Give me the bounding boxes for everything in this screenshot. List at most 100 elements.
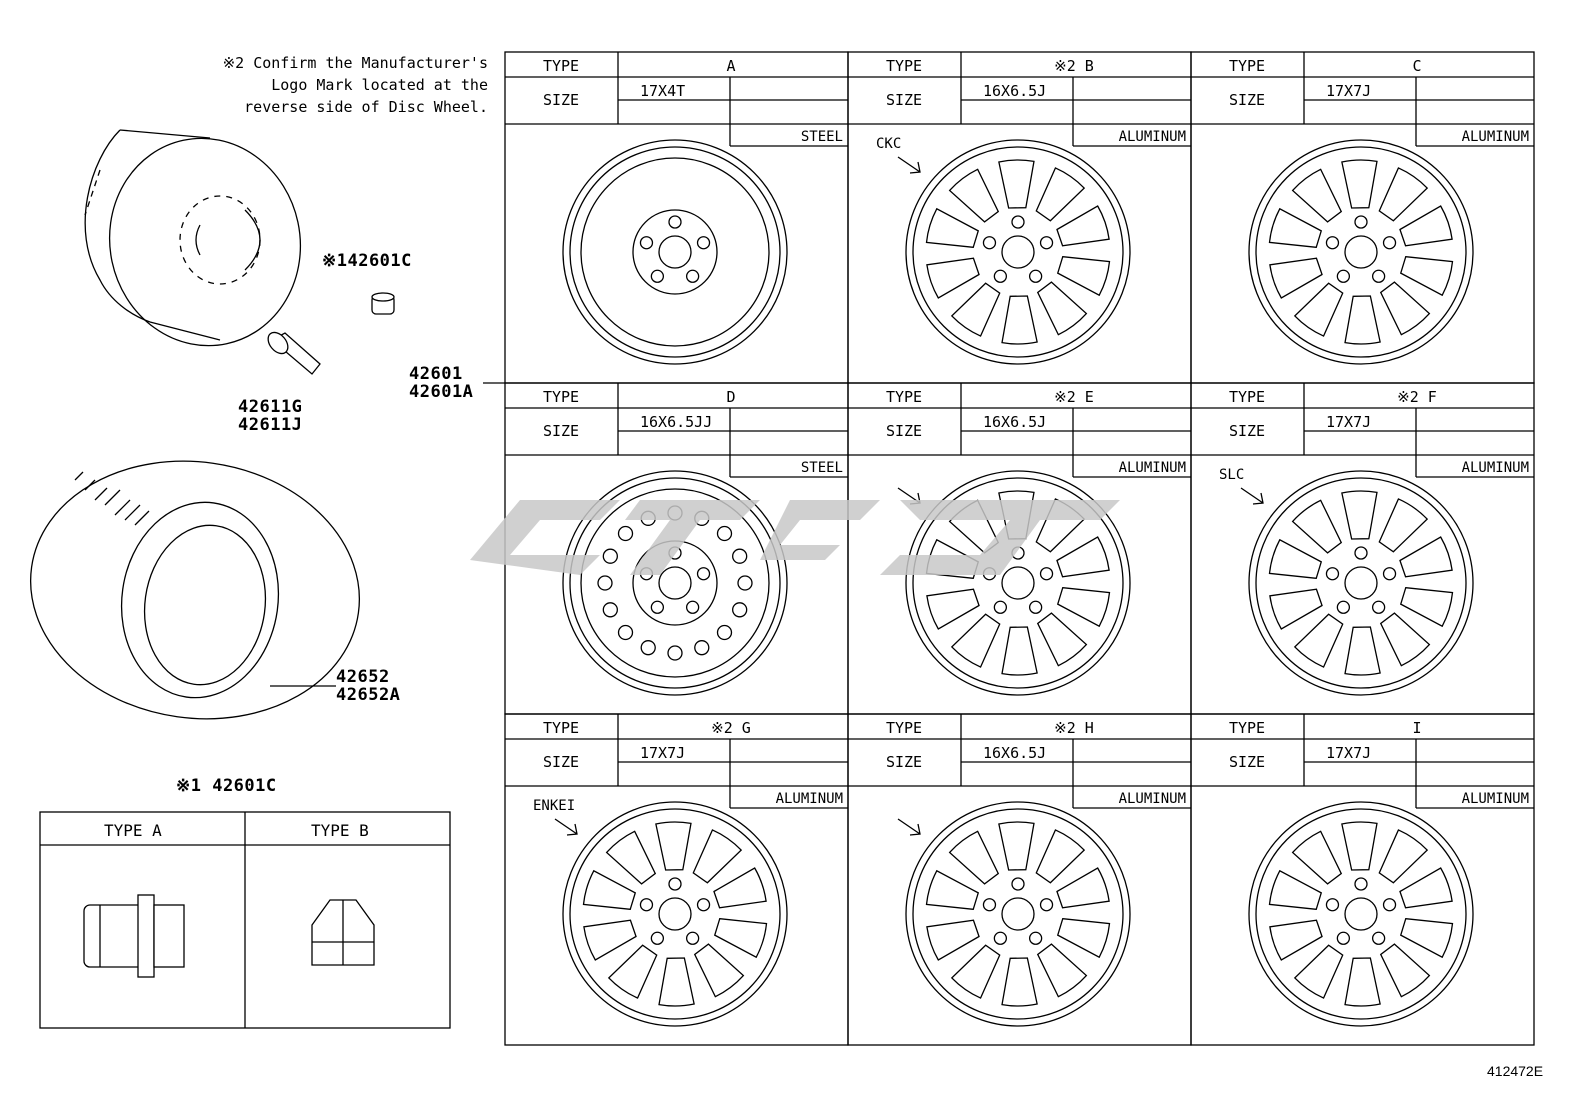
nut-type-b-label: TYPE B (311, 821, 369, 840)
disc-wheel-g-icon[interactable] (562, 801, 788, 1027)
rim-inner (569, 477, 781, 689)
valve-stem-illustration[interactable] (264, 329, 321, 398)
spoke-window (607, 944, 658, 999)
type-value: D (726, 388, 735, 406)
lug-hole (1028, 600, 1043, 614)
lug-hole (1325, 567, 1340, 581)
disc-wheel-e-icon[interactable] (905, 470, 1131, 696)
lug-hole (696, 567, 711, 581)
disc-wheel-f-icon[interactable] (1248, 470, 1474, 696)
steel-hub (632, 209, 718, 295)
disc-wheel-b-icon[interactable] (905, 139, 1131, 365)
material-label: STEEL (801, 460, 843, 476)
lug-hole (685, 931, 700, 945)
spoke-window (1344, 295, 1381, 345)
lug-hole (685, 600, 700, 614)
vent-hole (602, 548, 618, 564)
type-label: TYPE (886, 57, 922, 75)
spoke-window (998, 159, 1035, 209)
part-number-tire-b[interactable]: 42652A (336, 685, 401, 705)
disc-wheel-a-icon[interactable] (562, 139, 788, 365)
type-value: ※2 E (1054, 388, 1094, 406)
spoke-window (925, 869, 980, 910)
size-label: SIZE (1229, 91, 1265, 109)
part-number-cap[interactable]: ※142601C (322, 251, 412, 271)
lug-hole (1382, 236, 1397, 250)
lug-hole (1371, 931, 1386, 945)
spoke-window (1341, 490, 1378, 540)
part-number-valve-a[interactable]: 42611G (238, 397, 303, 417)
type-label: TYPE (886, 719, 922, 737)
tire-illustration[interactable] (14, 440, 376, 739)
hub-bore (1344, 235, 1378, 269)
disc-wheel-d-icon[interactable] (562, 470, 788, 696)
lug-hole (993, 931, 1008, 945)
size-value: 16X6.5JJ (640, 413, 712, 431)
type-value: ※2 F (1397, 388, 1437, 406)
rim-inner (1255, 808, 1467, 1020)
type-value: A (726, 57, 735, 75)
vent-hole (732, 602, 748, 618)
size-value: 16X6.5J (983, 744, 1046, 762)
size-value: 16X6.5J (983, 413, 1046, 431)
lug-hole (1039, 236, 1054, 250)
spoke-window (948, 168, 1000, 223)
vent-hole (602, 602, 618, 618)
type-label: TYPE (1229, 57, 1265, 75)
hub-bore (1344, 566, 1378, 600)
figure-id: 412472E (1487, 1063, 1544, 1079)
lug-hole (1371, 600, 1386, 614)
lug-hole (1382, 898, 1397, 912)
rim-inner (569, 808, 781, 1020)
vent-hole (617, 525, 634, 542)
valve-cap-illustration[interactable] (371, 258, 395, 315)
type-value: ※2 B (1054, 57, 1094, 75)
spoke-window (582, 869, 637, 910)
part-number-valve-b[interactable]: 42611J (238, 415, 303, 435)
part-number-nut[interactable]: ※1 42601C (176, 776, 277, 796)
lug-hole (1354, 877, 1368, 891)
rim-inner (912, 808, 1124, 1020)
spoke-window (1001, 626, 1038, 676)
lug-hole (639, 898, 654, 912)
type-value: ※2 G (711, 719, 751, 737)
spoke-window (713, 867, 767, 909)
rim-outer (905, 139, 1131, 365)
vent-hole (732, 548, 748, 564)
spoke-window (1399, 918, 1454, 959)
disc-wheel-i-icon[interactable] (1248, 801, 1474, 1027)
size-value: 17X7J (1326, 413, 1371, 431)
part-number-wheel-b[interactable]: 42601A (409, 382, 474, 402)
part-number-tire-a[interactable]: 42652 (336, 667, 390, 687)
disc-wheel-h-icon[interactable] (905, 801, 1131, 1027)
size-value: 17X4T (640, 82, 685, 100)
spoke-window (1379, 943, 1431, 998)
spoke-window (583, 919, 637, 961)
size-value: 17X7J (1326, 82, 1371, 100)
size-label: SIZE (886, 753, 922, 771)
spoke-window (1378, 498, 1429, 553)
spoke-window (1399, 536, 1453, 578)
lug-nut-type-b-icon (311, 899, 375, 966)
spoke-window (1036, 943, 1088, 998)
spoke-window (926, 588, 980, 630)
spoke-window (605, 830, 657, 885)
rim-inner (912, 146, 1124, 358)
spare-tire-illustration[interactable] (84, 121, 320, 364)
disc-wheel-c-icon[interactable] (1248, 139, 1474, 365)
lug-hole (993, 269, 1008, 283)
material-label: ALUMINUM (1119, 129, 1186, 145)
spoke-window (1056, 918, 1111, 959)
spoke-window (950, 944, 1001, 999)
spoke-window (1056, 587, 1111, 628)
part-number-wheel-a[interactable]: 42601 (409, 364, 463, 384)
spoke-window (1341, 159, 1378, 209)
